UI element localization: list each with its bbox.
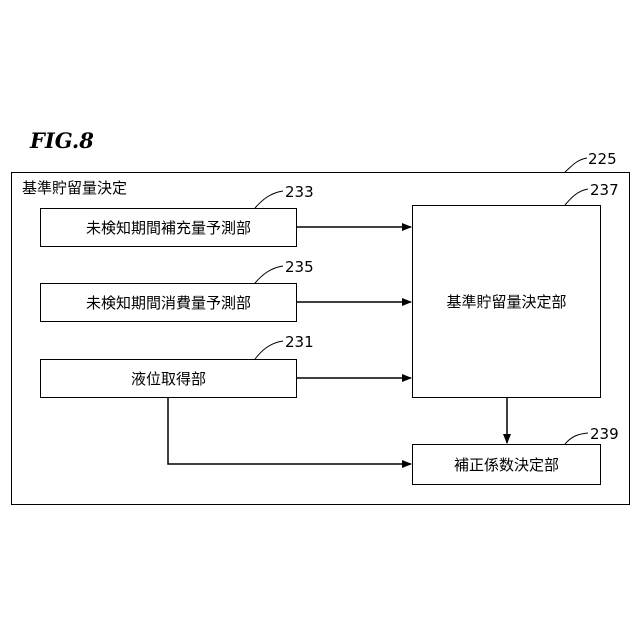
leader-237 [565,189,588,205]
leader-235 [255,266,283,283]
leader-233 [255,191,283,208]
arrow-231-to-239 [168,398,411,464]
leader-225 [565,158,587,172]
leader-231 [255,341,283,359]
leader-239 [565,433,588,444]
